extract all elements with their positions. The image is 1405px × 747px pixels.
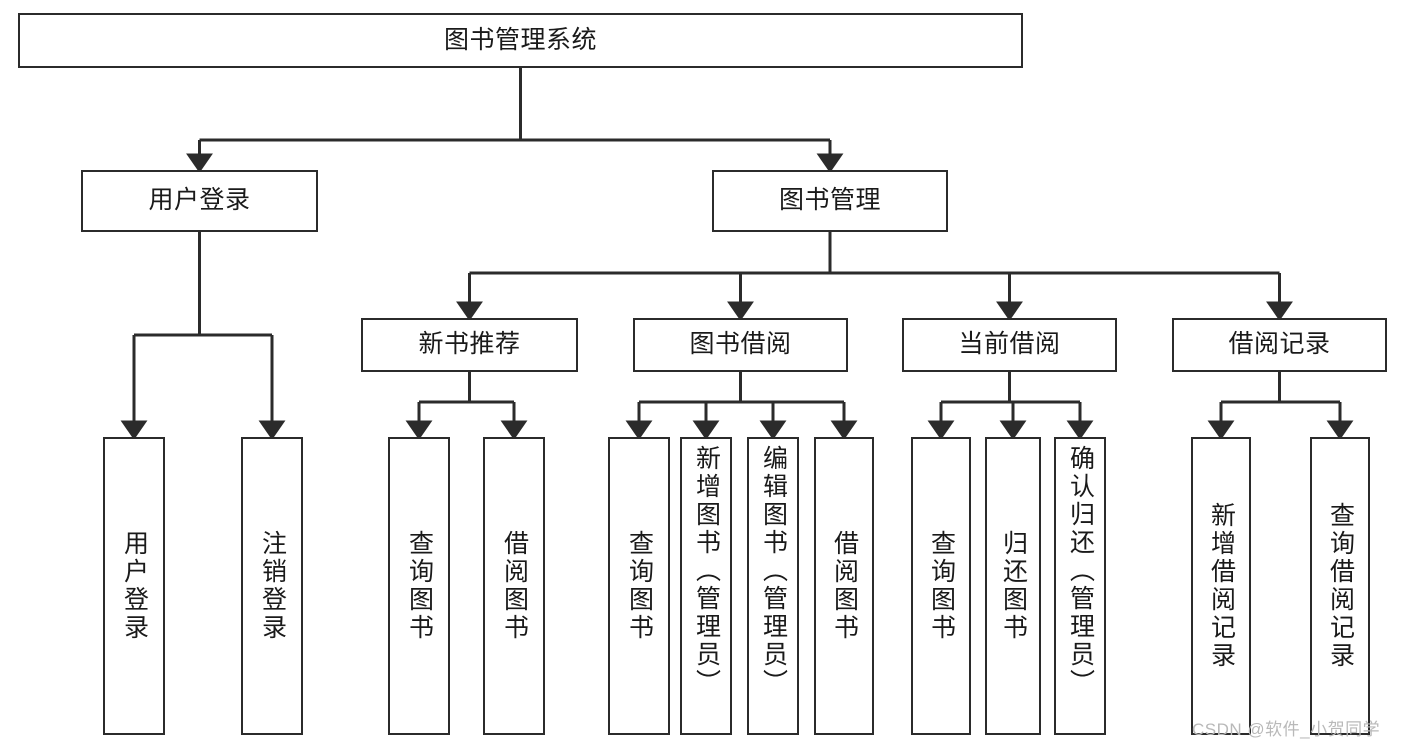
leaf-text-wrap: 查询图书 [610, 439, 668, 733]
node-label: 编辑图书（管理员） [759, 445, 788, 697]
node-label: 图书借阅 [689, 330, 792, 359]
node-root-system[interactable]: 图书管理系统 [18, 13, 1023, 68]
node-borrow-record[interactable]: 借阅记录 [1172, 318, 1387, 372]
node-leaf-user-login[interactable]: 用户登录 [103, 437, 165, 735]
node-label: 确认归还（管理员） [1066, 445, 1095, 697]
node-leaf-user-logout[interactable]: 注销登录 [241, 437, 303, 735]
node-label: 查询图书 [625, 530, 654, 642]
node-label: 归还图书 [999, 530, 1028, 642]
node-label: 借阅记录 [1228, 330, 1331, 359]
node-label: 当前借阅 [958, 330, 1061, 359]
node-leaf-rec-query2[interactable]: 查询借阅记录 [1310, 437, 1370, 735]
node-book-manage[interactable]: 图书管理 [712, 170, 948, 232]
node-label: 用户登录 [148, 186, 251, 215]
node-leaf-borrow-edit[interactable]: 编辑图书（管理员） [747, 437, 799, 735]
node-user-login[interactable]: 用户登录 [81, 170, 318, 232]
node-leaf-cur-confirm[interactable]: 确认归还（管理员） [1054, 437, 1106, 735]
node-leaf-borrow-query[interactable]: 查询图书 [608, 437, 670, 735]
node-leaf-rec-query[interactable]: 查询图书 [388, 437, 450, 735]
csdn-watermark: CSDN @软件_小贺同学 [1192, 720, 1381, 739]
leaf-text-wrap: 注销登录 [243, 439, 301, 733]
node-label: 新书推荐 [418, 330, 521, 359]
node-current-borrow[interactable]: 当前借阅 [902, 318, 1117, 372]
node-label: 图书管理系统 [443, 25, 597, 54]
leaf-text-wrap: 查询借阅记录 [1312, 439, 1368, 733]
leaf-text-wrap: 新增图书（管理员） [682, 439, 730, 739]
leaf-text-wrap: 查询图书 [913, 439, 969, 733]
node-label: 注销登录 [258, 530, 287, 642]
leaf-text-wrap: 新增借阅记录 [1193, 439, 1249, 733]
node-label: 查询图书 [405, 530, 434, 642]
node-leaf-borrow-add[interactable]: 新增图书（管理员） [680, 437, 732, 735]
node-leaf-cur-query[interactable]: 查询图书 [911, 437, 971, 735]
leaf-text-wrap: 编辑图书（管理员） [749, 439, 797, 739]
leaf-text-wrap: 确认归还（管理员） [1056, 439, 1104, 739]
leaf-text-wrap: 借阅图书 [816, 439, 872, 733]
node-book-borrow[interactable]: 图书借阅 [633, 318, 848, 372]
leaf-text-wrap: 归还图书 [987, 439, 1039, 733]
node-leaf-rec-borrow[interactable]: 借阅图书 [483, 437, 545, 735]
leaf-text-wrap: 用户登录 [105, 439, 163, 733]
node-label: 查询图书 [927, 530, 956, 642]
node-label: 图书管理 [778, 186, 881, 215]
node-leaf-cur-return[interactable]: 归还图书 [985, 437, 1041, 735]
node-label: 借阅图书 [500, 530, 529, 642]
leaf-text-wrap: 查询图书 [390, 439, 448, 733]
node-new-book-rec[interactable]: 新书推荐 [361, 318, 578, 372]
node-label: 新增图书（管理员） [692, 445, 721, 697]
node-leaf-borrow-lend[interactable]: 借阅图书 [814, 437, 874, 735]
node-label: 用户登录 [120, 530, 149, 642]
leaf-text-wrap: 借阅图书 [485, 439, 543, 733]
node-leaf-rec-add[interactable]: 新增借阅记录 [1191, 437, 1251, 735]
node-label: 查询借阅记录 [1326, 502, 1355, 670]
node-label: 新增借阅记录 [1207, 502, 1236, 670]
node-label: 借阅图书 [830, 530, 859, 642]
